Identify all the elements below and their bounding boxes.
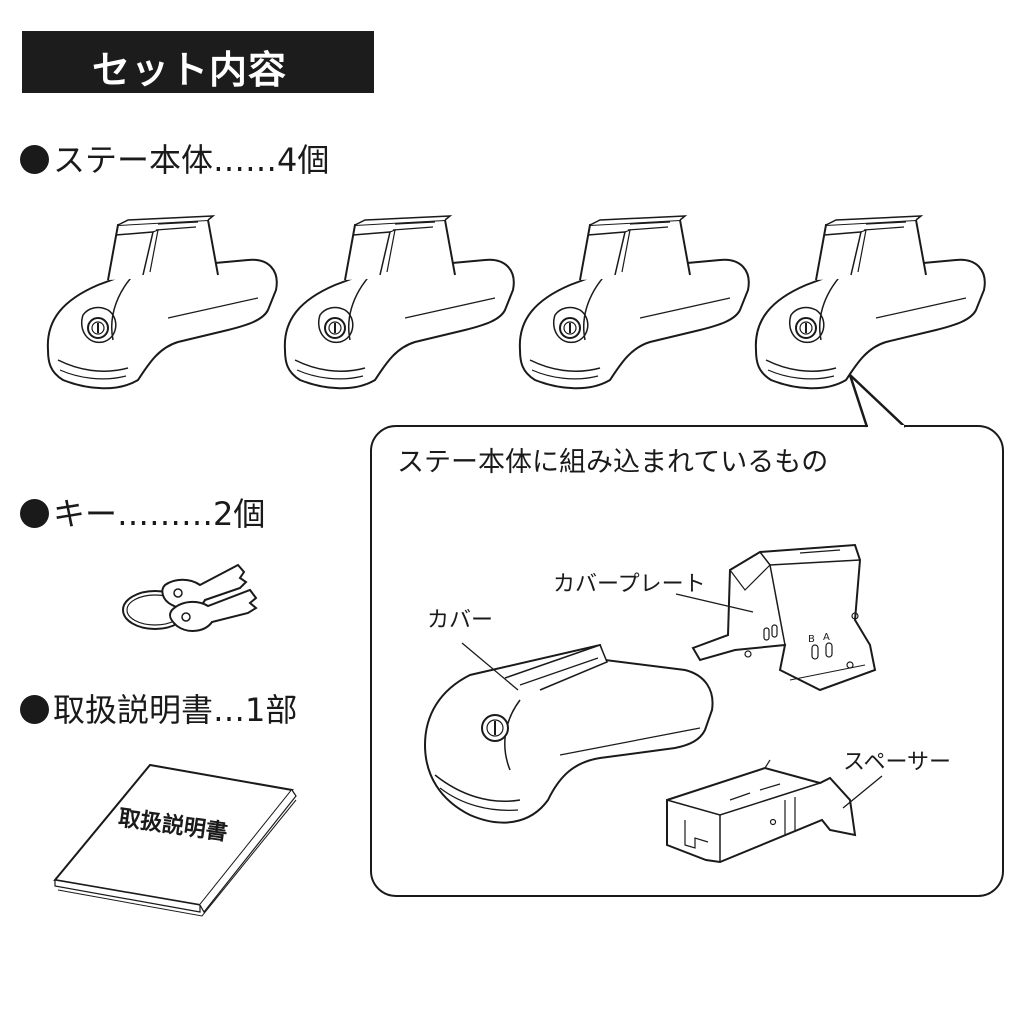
leader-cover [461,642,519,691]
item-key: キー………2個 [20,494,265,534]
spacer-illustration [666,759,857,864]
bullet-icon [20,145,49,174]
mark-a: A [823,632,830,643]
section-title-bar: セット内容 [22,31,374,93]
label-cover: カバー [427,608,494,633]
label-spacer: スペーサー [843,750,952,775]
mark-b: B [808,634,815,645]
label-cover-plate: カバープレート [553,572,706,597]
item-manual: 取扱説明書…1部 [20,690,297,730]
bullet-icon [20,499,49,528]
callout-pointer [848,374,906,428]
manual-illustration: 取扱説明書 [53,763,297,917]
bullet-icon [20,695,49,724]
item-name: ステー本体 [53,141,214,179]
item-quantity: 1部 [245,691,298,729]
item-quantity: 4個 [277,141,330,179]
item-leader: ……… [117,495,214,533]
detail-title: ステー本体に組み込まれているもの [397,447,829,478]
stay-body-illustration-3 [518,215,750,390]
section-title: セット内容 [92,48,288,92]
stay-body-illustration-4 [754,215,986,390]
item-name: 取扱説明書 [53,691,214,729]
detail-callout-box [370,425,1004,897]
cover-plate-illustration: B A [691,543,877,692]
key-illustration [122,563,258,632]
cover-illustration [423,643,714,824]
stay-body-illustration-2 [283,215,515,390]
leader-cover-plate [675,593,754,613]
item-name: キー [53,495,118,533]
item-leader: … [213,691,246,729]
item-stay-body: ステー本体……4個 [20,140,329,180]
stay-body-illustration-1 [46,215,278,390]
leader-spacer [842,775,883,809]
item-leader: …… [213,141,278,179]
item-quantity: 2個 [213,495,266,533]
